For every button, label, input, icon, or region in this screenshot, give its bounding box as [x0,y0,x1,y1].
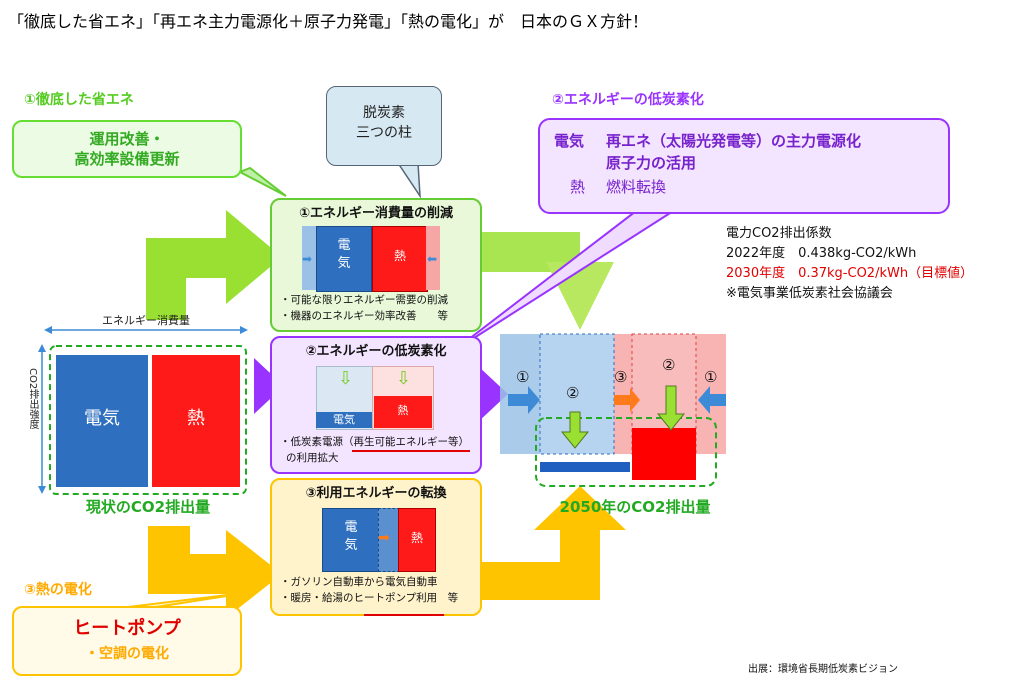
bubble-line1: 脱炭素 [363,105,405,121]
box2-down-arrow-heat-icon: ⇩ [396,368,412,389]
emission-factor-2022: 2022年度 0.438kg-CO2/kWh [726,246,917,261]
lowcarbon-line1: 再エネ（太陽光発電等）の主力電源化 [606,132,862,150]
box3-bullet2: ・暖房・給湯のヒートポンプ利用 等 [280,592,459,604]
box1-heat: 熱 [372,226,428,292]
lowcarbon-elec-head: 電気 [554,132,585,150]
box2-bullet2: の利用拡大 [286,452,339,464]
box1-arrow-left-icon: ➡ [302,252,313,266]
operation-improvement-callout: 運用改善・ 高効率設備更新 [12,120,242,178]
lowcarbon-label: ②エネルギーの低炭素化 [552,92,704,108]
future-marker-1b: ① [704,368,718,386]
heatpump-title: ヒートポンプ [73,618,181,639]
emission-factor-title: 電力CO2排出係数 [726,226,832,241]
three-pillars-bubble: 脱炭素 三つの柱 [326,86,442,166]
heatpump-callout: ヒートポンプ ・空調の電化 [12,606,242,676]
source-note: 出展：環境省長期低炭素ビジョン [748,664,898,675]
yellow-arrow-left [148,526,282,618]
box-low-carbon: ②エネルギーの低炭素化 電気 熱 ⇩ ⇩ ・低炭素電源（再生可能エネルギー等） … [270,336,482,474]
lowcarbon-line3: 燃料転換 [606,178,667,196]
box1-bullet2: ・機器のエネルギー効率改善 等 [280,310,448,322]
axis-y-arrow [38,344,46,494]
axis-y-label: CO2排出強度 [27,368,38,430]
label-heat-electrification: ③熱の電化 [24,582,92,598]
axis-x-label: エネルギー消費量 [102,314,190,327]
box2-heat: 熱 [374,396,432,428]
box2-title: ②エネルギーの低炭素化 [305,344,447,359]
callout-line1: 運用改善・ [89,130,165,148]
box3-title: ③利用エネルギーの転換 [305,486,447,501]
box-reduce-consumption: ①エネルギー消費量の削減 電 気 熱 ➡ ⬅ ・可能な限りエネルギー需要の削減 … [270,198,482,332]
yellow-arrow-right [478,486,626,600]
purple-arrow-left [254,358,284,414]
box3-shift-arrow-icon: ➡ [378,530,390,546]
future-marker-1a: ① [516,368,530,386]
box2-electricity: 電気 [316,412,372,428]
future-marker-3: ③ [614,368,628,386]
current-electricity-block [56,355,148,487]
green-arrow-left [146,210,282,320]
box-energy-shift: ③利用エネルギーの転換 電 気 熱 ➡ ・ガソリン自動車から電気自動車 ・暖房・… [270,478,482,616]
page-title: 「徹底した省エネ」「再エネ主力電源化＋原子力発電」「熱の電化」が 日本のＧＸ方針… [8,12,649,31]
future-2050-chart [500,333,726,487]
box1-bullet1: ・可能な限りエネルギー需要の削減 [280,294,448,306]
box1-title: ①エネルギー消費量の削減 [298,206,453,221]
emission-factor-source: ※電気事業低炭素社会協議会 [726,286,893,301]
lowcarbon-heat-head: 熱 [570,178,586,196]
lowcarbon-box: 電気 再エネ（太陽光発電等）の主力電源化 原子力の活用 熱 燃料転換 [538,118,950,214]
callout-line2: 高効率設備更新 [74,150,180,168]
current-heat-block [152,355,240,487]
box1-arrow-right-icon: ⬅ [427,252,438,266]
future-emission-caption: 2050年のCO2排出量 [559,498,711,516]
emission-factor-2030: 2030年度 0.37kg-CO2/kWh（目標値） [726,266,974,281]
box3-electricity: 電 気 [322,508,380,572]
current-emission-caption: 現状のCO2排出量 [85,498,211,516]
box2-underline [352,450,470,452]
future-marker-2a: ② [566,384,580,402]
box2-bullet1: ・低炭素電源（再生可能エネルギー等） [280,436,469,448]
box1-electricity: 電 気 [316,226,372,292]
current-heat-label: 熱 [187,408,205,429]
heatpump-sub: ・空調の電化 [85,646,169,662]
box2-down-arrow-elec-icon: ⇩ [338,368,354,389]
purple-arrow-right [478,366,508,422]
lowcarbon-line2: 原子力の活用 [606,154,697,172]
label-energy-saving: ①徹底した省エネ [24,92,134,108]
current-electricity-label: 電気 [84,408,120,429]
future-marker-2b: ② [662,356,676,374]
box3-heat: 熱 [398,508,436,572]
axis-x-arrow [44,326,248,334]
box3-bullet1: ・ガソリン自動車から電気自動車 [280,576,438,588]
bubble-line2: 三つの柱 [356,125,412,141]
